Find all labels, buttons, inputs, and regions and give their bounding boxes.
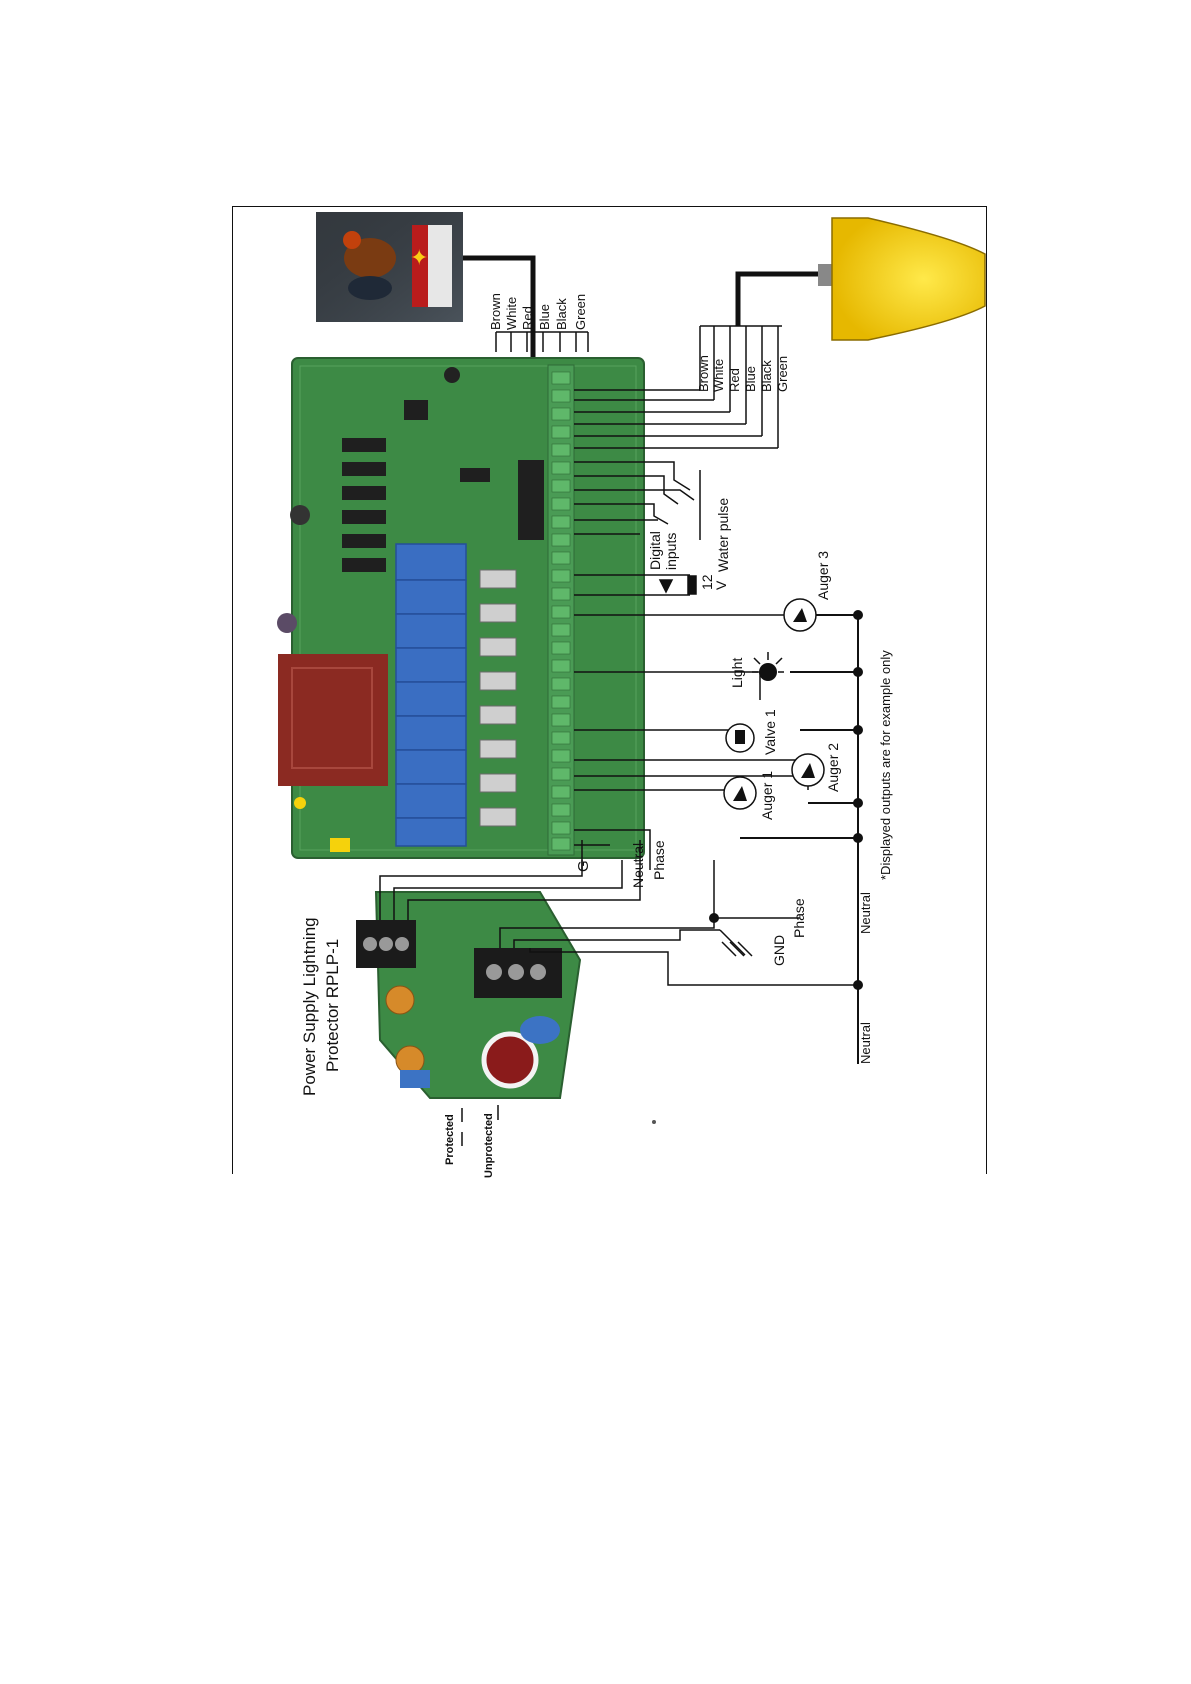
auger-2-icon xyxy=(792,754,824,786)
valve-1-icon xyxy=(726,724,754,752)
example-note: *Displayed outputs are for example only xyxy=(878,650,893,880)
protected-label: Protected xyxy=(444,1114,456,1165)
water-pulse-label: Water pulse xyxy=(715,498,731,572)
protector-title-line1: Power Supply Lightning xyxy=(300,917,319,1096)
mains-gnd-label: GND xyxy=(771,935,787,966)
protector-title-line2: Protector RPLP-1 xyxy=(323,939,342,1072)
neutral-bus xyxy=(740,612,858,1064)
controller-board xyxy=(277,358,644,858)
auger-1-icon xyxy=(724,777,756,809)
relay-bank xyxy=(396,544,466,846)
top-wire-black-label: Black xyxy=(554,298,569,330)
light-label: Light xyxy=(729,658,745,688)
auger-3-icon xyxy=(784,599,816,631)
mains-phase-label: Phase xyxy=(791,898,807,938)
top-wire-white-label: White xyxy=(504,297,519,330)
sensor-wire-white-label: White xyxy=(711,359,726,392)
sensor-wire-red-label: Red xyxy=(727,368,742,392)
sensor-wire-black-label: Black xyxy=(759,360,774,392)
terminal-g-label: G xyxy=(575,860,592,872)
unprotected-label: Unprotected xyxy=(483,1113,495,1178)
top-wire-blue-label: Blue xyxy=(537,304,552,330)
yellow-sensor-icon xyxy=(818,218,985,340)
mains-neutral-b-label: Neutral xyxy=(858,1022,873,1064)
digital-inputs-label-2: inputs xyxy=(663,533,679,570)
sensor-wire-blue-label: Blue xyxy=(743,366,758,392)
twelve-v-label-2: V xyxy=(713,580,729,590)
auger-1-label: Auger 1 xyxy=(759,771,775,820)
sensor-wire-labels: Brown White Red Blue Black Green xyxy=(696,355,790,392)
digital-inputs-label-1: Digital xyxy=(647,531,663,570)
stray-dot xyxy=(652,1120,656,1124)
valve-1-label: Valve 1 xyxy=(762,709,778,755)
auger-3-label: Auger 3 xyxy=(815,551,831,600)
terminal-neutral-label: Neutral xyxy=(630,843,646,888)
auger-2-label: Auger 2 xyxy=(825,743,841,792)
sensor-wire-brown-label: Brown xyxy=(696,355,711,392)
camera-image: ✦ xyxy=(316,212,463,322)
top-wire-fan xyxy=(496,332,588,352)
top-wire-labels: Brown White Red Blue Black Green xyxy=(488,293,588,330)
top-wire-red-label: Red xyxy=(520,306,535,330)
light-icon xyxy=(752,652,784,681)
svg-text:✦: ✦ xyxy=(410,245,428,270)
top-wire-brown-label: Brown xyxy=(488,293,503,330)
mains-neutral-a-label: Neutral xyxy=(858,892,873,934)
sensor-wire-green-label: Green xyxy=(775,356,790,392)
top-wire-green-label: Green xyxy=(573,294,588,330)
lightning-protector-board xyxy=(356,892,580,1098)
terminal-phase-label: Phase xyxy=(651,840,667,880)
capacitor-icon xyxy=(444,367,460,383)
